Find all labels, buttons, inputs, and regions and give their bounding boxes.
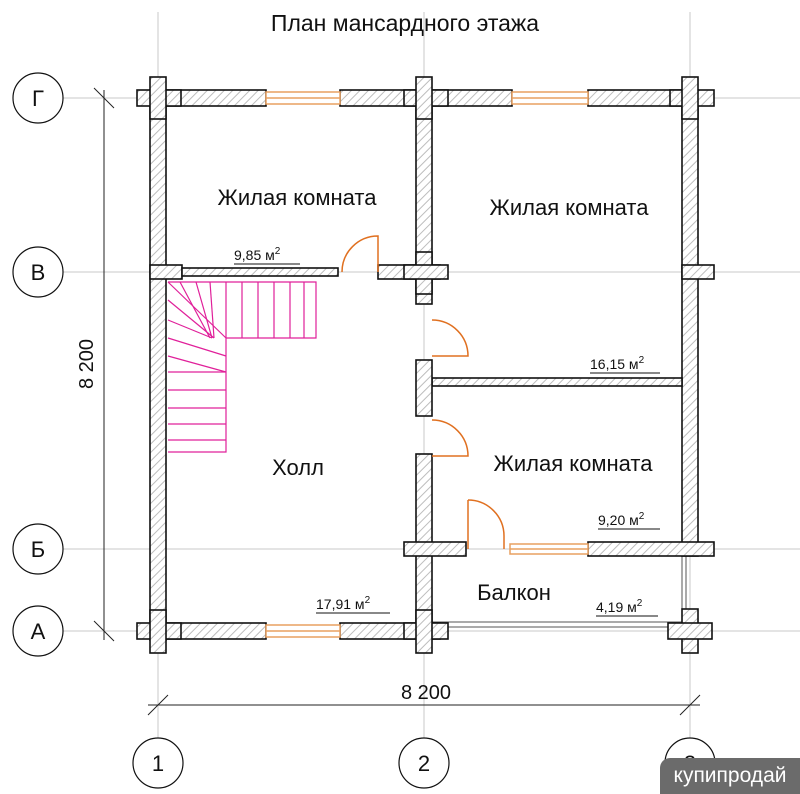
room-name-2: Жилая комната	[490, 195, 650, 220]
axis-label-a: А	[31, 619, 46, 644]
room-name-3: Жилая комната	[494, 451, 654, 476]
room-name-1: Жилая комната	[218, 185, 378, 210]
dimension-lines	[93, 87, 701, 716]
room-area-3: 9,20 м2	[598, 511, 645, 528]
axis-label-1: 1	[152, 751, 164, 776]
room-area-1: 9,85 м2	[234, 246, 281, 263]
axis-markers: Г В Б А 1 2 3	[12, 72, 716, 789]
room-name-balcony: Балкон	[477, 580, 551, 605]
stairs	[167, 281, 317, 453]
balcony-railing	[432, 556, 687, 628]
dimension-horizontal: 8 200	[401, 682, 451, 704]
doors	[341, 235, 505, 549]
axis-label-b: Б	[31, 537, 45, 562]
watermark: купипродай	[660, 758, 800, 794]
room-area-2: 16,15 м2	[590, 355, 645, 372]
room-area-hall: 17,91 м2	[316, 595, 371, 612]
axis-label-g: Г	[32, 86, 44, 111]
windows	[265, 91, 589, 638]
wall-stubs	[136, 76, 715, 654]
room-name-hall: Холл	[272, 455, 324, 480]
room-area-balcony: 4,19 м2	[596, 598, 643, 615]
plan-title: План мансардного этажа	[271, 10, 539, 36]
axis-label-v: В	[31, 260, 46, 285]
axis-label-2: 2	[418, 751, 430, 776]
dimension-vertical: 8 200	[76, 339, 98, 389]
